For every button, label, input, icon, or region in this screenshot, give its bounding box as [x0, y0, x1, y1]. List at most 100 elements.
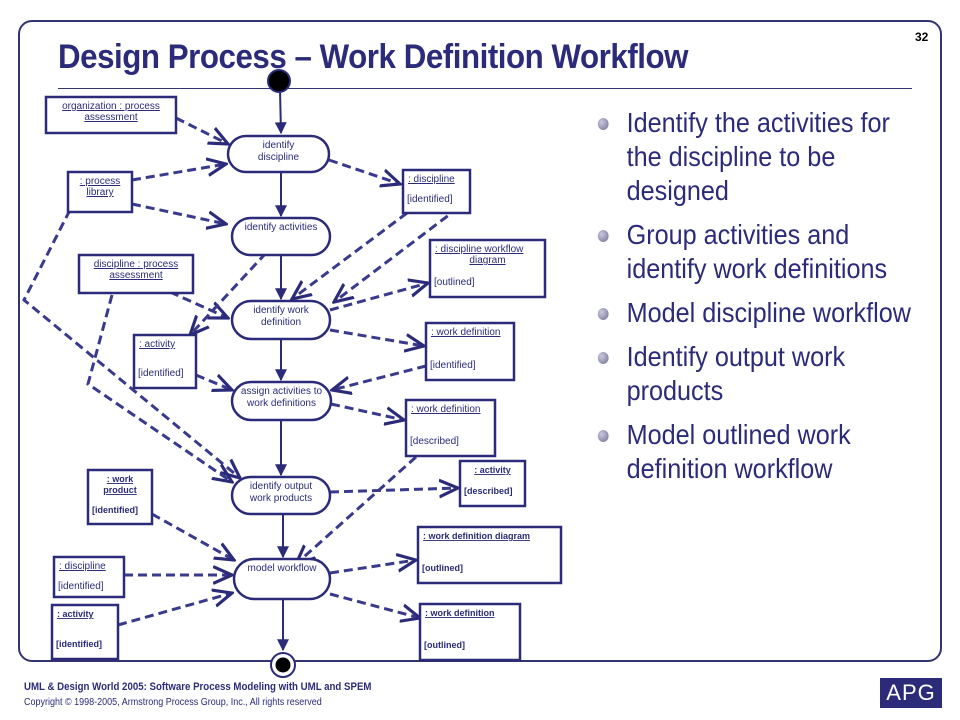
object-name: : work definition — [411, 404, 480, 415]
object-node: : activity [identified] — [132, 333, 198, 390]
initial-node — [267, 69, 291, 93]
object-state: [identified] — [430, 360, 476, 371]
object-node: : discipline [identified] — [401, 168, 472, 215]
object-name: product — [103, 485, 137, 495]
activity-label: identify — [263, 140, 295, 151]
object-state: [outlined] — [422, 563, 463, 573]
object-name: : discipline — [408, 174, 455, 185]
bullet-item: Identify the activities for the discipli… — [596, 106, 924, 208]
object-flow — [329, 592, 420, 618]
bullet-dot-icon — [597, 230, 609, 242]
object-state: [outlined] — [434, 277, 475, 288]
object-name: : discipline workflow — [435, 244, 524, 255]
object-node: : activity [identified] — [50, 603, 120, 661]
activity-node: identify activities — [230, 216, 332, 257]
object-state: [outlined] — [424, 640, 465, 650]
activity-label: definition — [261, 317, 301, 328]
activity-label: identify output — [250, 481, 312, 492]
object-flow — [334, 197, 471, 302]
page-title: Design Process – Work Definition Workflo… — [58, 38, 689, 76]
object-flow — [117, 593, 232, 627]
activity-label: work products — [249, 493, 312, 504]
object-flow-group — [22, 116, 471, 627]
object-flow — [328, 158, 400, 184]
bullet-item: Identify output work products — [596, 340, 924, 408]
object-name: : discipline — [59, 561, 106, 572]
object-name: : work — [107, 474, 134, 484]
bullet-dot-icon — [597, 118, 609, 130]
object-flow — [329, 283, 428, 312]
object-node: : activity [described] — [458, 459, 527, 508]
bullet-dot-icon — [597, 308, 609, 320]
object-name: : work definition — [431, 327, 500, 338]
object-flow — [86, 294, 232, 482]
final-node — [270, 652, 296, 678]
object-name: diagram — [469, 255, 505, 266]
bullet-text: Group activities and identify work defin… — [626, 219, 888, 284]
title-divider — [58, 88, 912, 89]
object-flow — [195, 373, 232, 390]
object-state: [identified] — [138, 368, 184, 379]
bullet-dot-icon — [597, 430, 609, 442]
footer-copyright: Copyright © 1998-2005, Armstrong Process… — [24, 697, 322, 708]
footer-event: UML & Design World 2005: Software Proces… — [24, 681, 372, 693]
object-name: library — [86, 187, 113, 198]
bullet-item: Group activities and identify work defin… — [596, 218, 924, 286]
object-node: : work definition [outlined] — [418, 602, 522, 662]
object-flow — [190, 251, 268, 335]
object-name: assessment — [109, 270, 163, 281]
bullet-text: Model outlined work definition workflow — [626, 419, 851, 484]
object-flow — [329, 328, 424, 346]
object-flow — [22, 209, 240, 478]
object-flow — [296, 455, 417, 564]
object-flow — [292, 211, 408, 299]
object-flow — [329, 488, 458, 492]
object-state: [identified] — [407, 194, 453, 205]
activity-label: model workflow — [248, 563, 318, 574]
object-state: [identified] — [58, 581, 104, 592]
bullet-text: Model discipline workflow — [626, 297, 911, 328]
object-name: discipline : process — [94, 259, 178, 270]
object-state: [identified] — [56, 639, 102, 649]
object-flow — [330, 402, 404, 420]
bullet-dot-icon — [597, 352, 609, 364]
object-flow — [131, 164, 226, 182]
bullet-item: Model outlined work definition workflow — [596, 418, 924, 486]
object-node: : work definition diagram[outlined] — [416, 525, 563, 585]
object-node: : work definition [described] — [404, 398, 497, 458]
object-node: : work definition [identified] — [424, 321, 516, 382]
object-flow — [175, 116, 228, 144]
bullet-item: Model discipline workflow — [596, 296, 924, 330]
object-name: assessment — [84, 112, 138, 123]
object-state: [described] — [410, 436, 459, 447]
page-number: 32 — [915, 30, 929, 44]
object-name: : process — [80, 176, 121, 187]
activity-node: model workflow — [232, 557, 332, 601]
bullet-text: Identify output work products — [626, 341, 846, 406]
activity-label: assign activities to — [241, 386, 323, 397]
object-name: : activity — [57, 609, 94, 619]
activity-label: identify activities — [245, 222, 318, 233]
activity-label: discipline — [258, 152, 300, 163]
object-flow — [131, 202, 226, 224]
activity-label: identify work — [253, 305, 310, 316]
object-name: : activity — [474, 465, 511, 475]
object-state: [described] — [464, 486, 513, 496]
object-name: organization : process — [62, 101, 160, 112]
object-name: : activity — [139, 339, 175, 350]
object-name: : work definition — [425, 608, 495, 618]
object-flow — [329, 560, 416, 575]
object-node: : discipline [identified] — [52, 555, 126, 599]
control-flow — [274, 89, 287, 135]
bullet-list: Identify the activities for the discipli… — [596, 106, 911, 496]
